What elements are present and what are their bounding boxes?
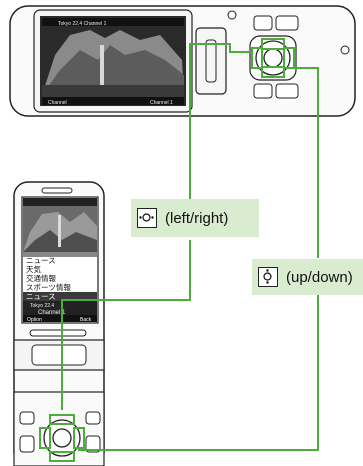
menu-item-0[interactable]: ニュース [26, 256, 56, 265]
portrait-key-left-2[interactable] [19, 435, 35, 453]
channel-name: Channel 1 [38, 310, 66, 316]
up-down-label: (up/down) [252, 259, 363, 295]
landscape-status-text: Tokyo 22.4 Channel 1 [58, 21, 107, 27]
landscape-phone: Tokyo 22.4 Channel 1 Channel Channel 1 [9, 5, 356, 117]
landscape-bottom-left: Channel [48, 100, 67, 106]
landscape-center-key[interactable] [263, 48, 283, 68]
callout-lines [39, 38, 319, 462]
softkey-right[interactable]: Back [80, 317, 92, 323]
portrait-key-right-2[interactable] [85, 435, 101, 453]
menu-item-3[interactable]: スポーツ情報 [26, 282, 71, 292]
softkey-left[interactable]: Option [27, 317, 42, 323]
up-down-text: (up/down) [286, 268, 353, 286]
portrait-key-right[interactable] [85, 411, 101, 425]
left-right-text: (left/right) [165, 209, 229, 227]
landscape-key-bottom-left[interactable] [253, 83, 273, 99]
menu-item-2[interactable]: 交通情報 [26, 273, 56, 283]
landscape-key-top-left[interactable] [253, 15, 273, 31]
left-right-key-icon [137, 208, 157, 228]
menu-item-1[interactable]: 天気 [26, 264, 41, 274]
up-down-key-icon [258, 267, 278, 287]
channel-line: Tokyo 22.4 [30, 303, 54, 309]
portrait-phone: ニュース 天気 交通情報 スポーツ情報 ニュース Tokyo 22.4 Chan… [13, 181, 105, 466]
landscape-key-top-right[interactable] [275, 15, 299, 31]
portrait-center-key[interactable] [52, 428, 72, 448]
landscape-bottom-right: Channel 1 [150, 100, 173, 106]
portrait-mail-key[interactable] [19, 411, 35, 425]
landscape-key-bottom-right[interactable] [275, 83, 299, 99]
selected-header: ニュース [26, 292, 56, 301]
left-right-label: (left/right) [131, 199, 259, 237]
